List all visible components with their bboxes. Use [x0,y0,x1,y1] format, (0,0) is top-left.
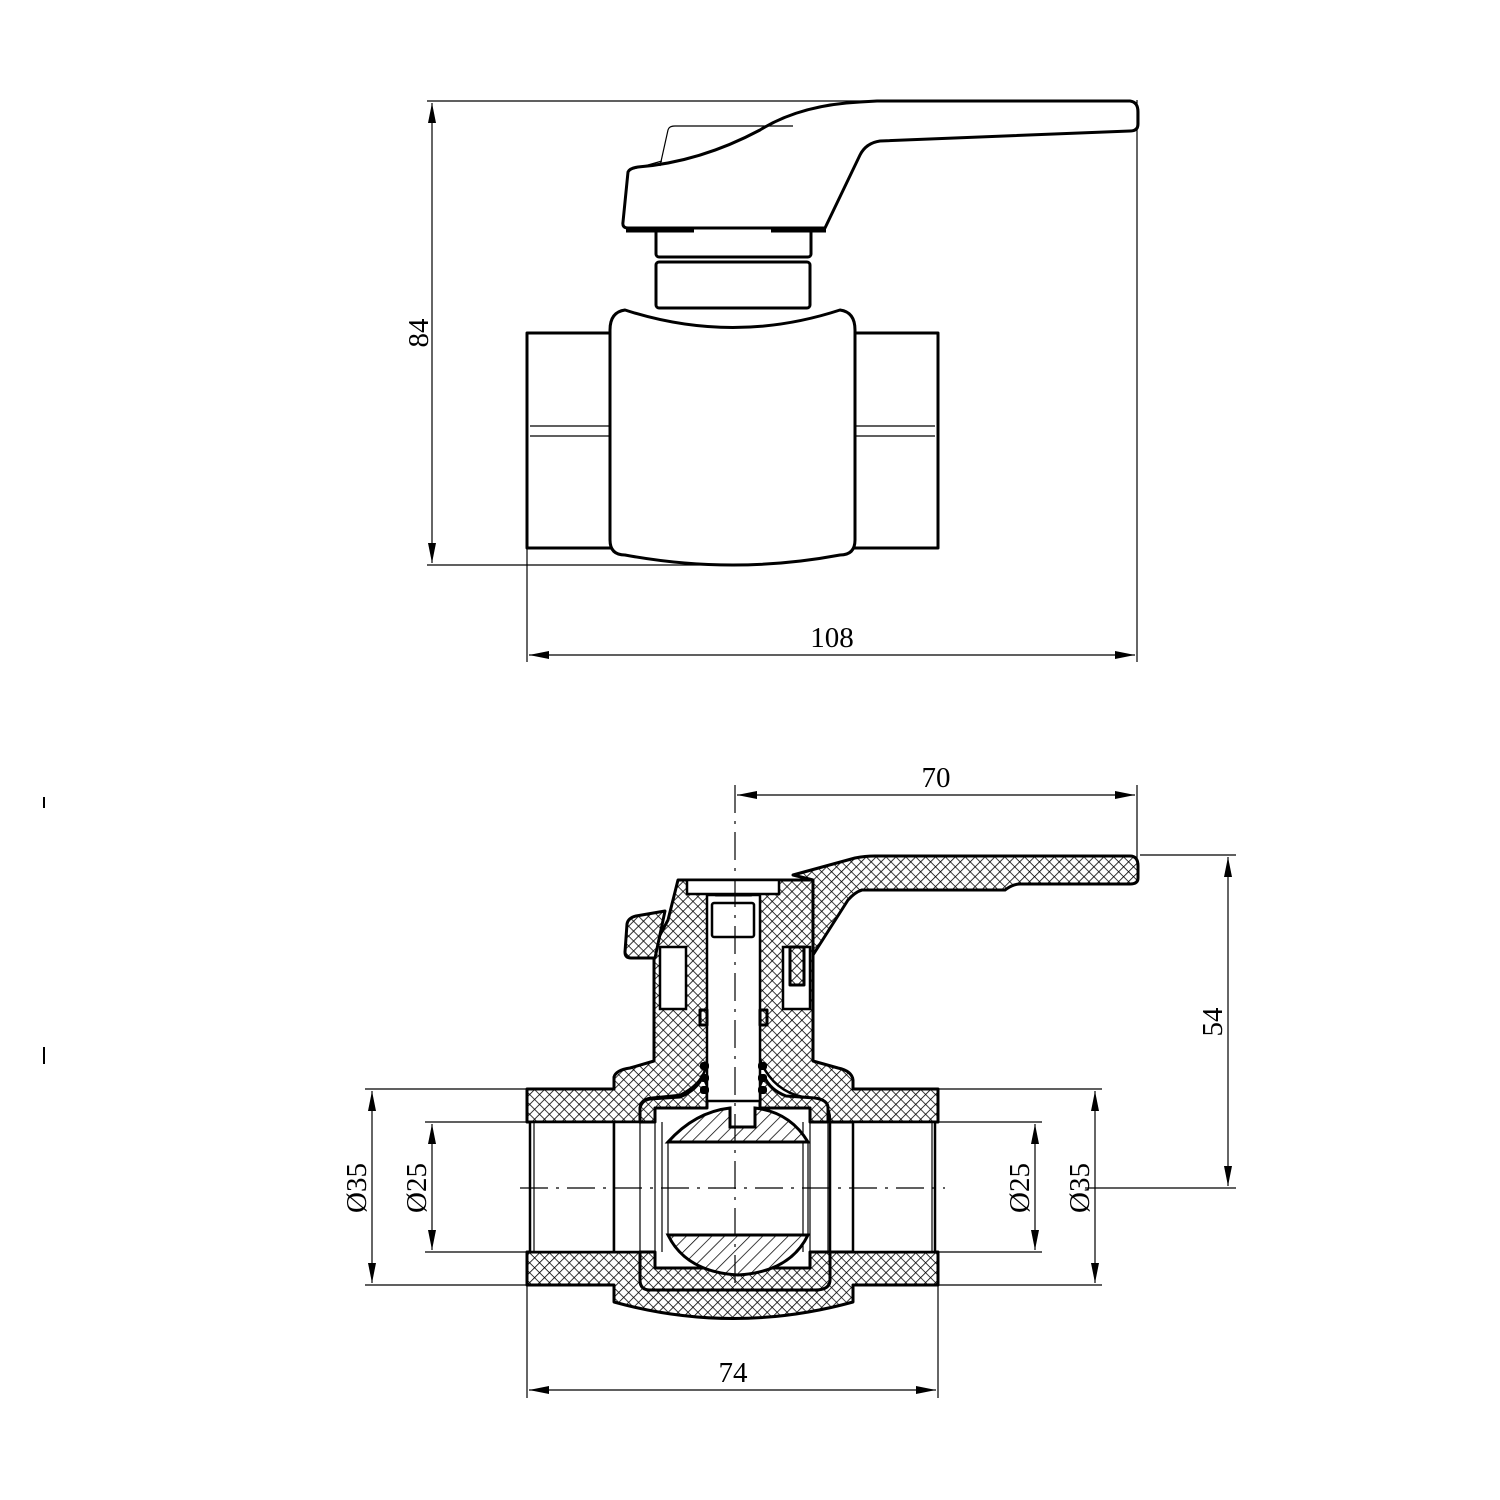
top-view: 84 108 [403,99,1140,662]
handle-lever-section [791,854,1140,957]
handle-lever [621,99,1140,230]
dim-body-length-74: 74 [719,1357,749,1389]
section-view: 70 54 Ø35 Ø25 Ø25 Ø35 74 [341,762,1236,1398]
dim-handle-reach-70: 70 [922,762,951,794]
dim-handle-height-54: 54 [1197,1007,1229,1037]
dim-length-108: 108 [810,622,854,654]
left-pipe-end [525,331,615,550]
dim-inner-diameter-right: Ø25 [1004,1163,1036,1213]
dim-outer-diameter-left: Ø35 [341,1163,373,1213]
valve-body [608,308,857,567]
ball-upper [664,1106,811,1144]
dim-outer-diameter-right: Ø35 [1064,1163,1096,1213]
stem-screw [710,901,756,939]
dim-height-84: 84 [403,318,435,348]
dim-inner-diameter-left: Ø25 [401,1163,433,1213]
ball-lower [665,1233,811,1277]
stem-neck [654,260,812,310]
right-pipe-end [850,331,940,550]
handle-tab [623,909,667,960]
